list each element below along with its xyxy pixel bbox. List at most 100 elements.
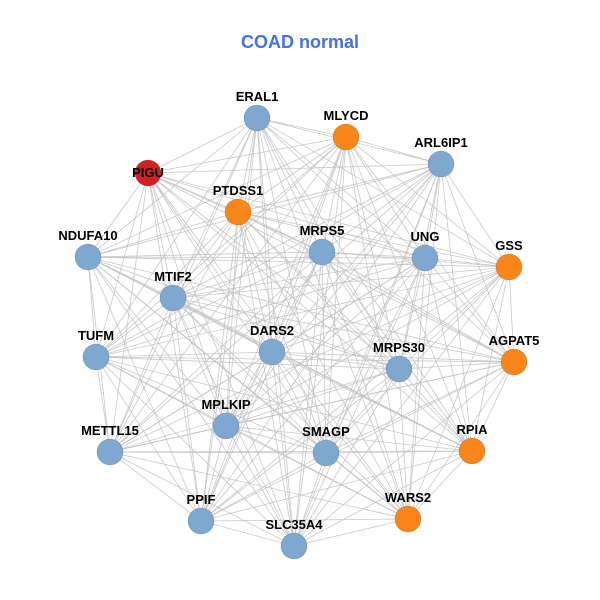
node-AGPAT5[interactable] [500,348,528,376]
edge-TUFM-METTL15 [95,356,111,453]
edge-UNG-PPIF [200,257,426,522]
node-label-ERAL1: ERAL1 [236,89,279,104]
node-label-NDUFA10: NDUFA10 [58,228,117,243]
edge-ARL6IP1-METTL15 [109,163,442,453]
edge-MLYCD-MPLKIP [225,136,347,427]
node-label-ARL6IP1: ARL6IP1 [414,135,467,150]
edge-ARL6IP1-PTDSS1 [237,163,442,213]
chart-title: COAD normal [241,32,359,52]
edge-ARL6IP1-GSS [440,163,510,268]
node-UNG[interactable] [411,244,439,272]
edge-MTIF2-RPIA [172,297,473,452]
node-METTL15[interactable] [96,438,124,466]
edge-ERAL1-TUFM [95,117,258,358]
edge-MLYCD-PPIF [200,136,347,522]
node-MTIF2[interactable] [159,284,187,312]
edge-METTL15-SLC35A4 [109,451,295,547]
node-MPLKIP[interactable] [212,412,240,440]
edge-DARS2-METTL15 [109,351,273,453]
node-GSS[interactable] [495,253,523,281]
node-ERAL1[interactable] [243,104,271,132]
edge-MRPS30-TUFM [95,356,400,370]
node-PTDSS1[interactable] [224,198,252,226]
node-NDUFA10[interactable] [74,243,102,271]
edge-SMAGP-WARS2 [325,452,409,520]
edge-PTDSS1-MRPS5 [237,211,323,253]
edge-MRPS5-MTIF2 [172,251,323,299]
edge-UNG-MTIF2 [172,257,426,299]
edge-DARS2-AGPAT5 [271,351,515,363]
edge-ARL6IP1-UNG [424,163,442,259]
edge-DARS2-MRPS30 [271,351,400,370]
edge-ARL6IP1-PPIF [200,163,442,522]
edge-MPLKIP-PPIF [200,425,227,522]
edge-PIGU-GSS [147,172,510,268]
node-SLC35A4[interactable] [280,532,308,560]
node-label-GSS: GSS [495,238,523,253]
edge-ARL6IP1-AGPAT5 [440,163,515,363]
edge-UNG-GSS [424,257,510,268]
edge-GSS-PPIF [200,266,510,522]
edge-NDUFA10-AGPAT5 [87,256,515,363]
edge-GSS-MRPS30 [398,266,510,370]
edge-DARS2-PPIF [200,351,273,522]
edge-MPLKIP-RPIA [225,425,473,452]
node-MRPS5[interactable] [308,238,336,266]
edge-ARL6IP1-NDUFA10 [87,163,442,258]
edge-TUFM-RPIA [95,356,473,452]
edge-DARS2-WARS2 [271,351,409,520]
edge-ERAL1-GSS [256,117,510,268]
edge-MRPS5-METTL15 [109,251,323,453]
edge-ERAL1-PPIF [200,117,258,522]
edge-GSS-TUFM [95,266,510,358]
edge-MRPS30-MPLKIP [225,368,400,427]
edge-MLYCD-ARL6IP1 [345,136,442,165]
node-MLYCD[interactable] [332,123,360,151]
edge-SLC35A4-WARS2 [293,518,409,547]
node-TUFM[interactable] [82,343,110,371]
edge-MTIF2-SMAGP [172,297,327,454]
edge-GSS-AGPAT5 [508,266,515,363]
edge-MRPS30-SMAGP [325,368,400,454]
edge-ARL6IP1-WARS2 [407,163,442,520]
edge-ARL6IP1-SLC35A4 [293,163,442,547]
edge-MRPS30-RPIA [398,368,473,452]
edge-MTIF2-AGPAT5 [172,297,515,363]
edge-RPIA-PPIF [200,450,473,522]
edge-ERAL1-PTDSS1 [237,117,258,213]
edge-PIGU-PPIF [147,172,202,522]
edge-MTIF2-MPLKIP [172,297,227,427]
edge-NDUFA10-MRPS30 [87,256,400,370]
edge-RPIA-SLC35A4 [293,450,473,547]
edge-MLYCD-SLC35A4 [293,136,347,547]
node-RPIA[interactable] [458,437,486,465]
node-MRPS30[interactable] [385,355,413,383]
edge-PIGU-UNG [147,172,426,259]
node-PIGU[interactable] [134,159,162,187]
edge-MLYCD-GSS [345,136,510,268]
edge-SMAGP-SLC35A4 [293,452,327,547]
node-SMAGP[interactable] [312,439,340,467]
edge-MLYCD-MRPS5 [321,136,347,253]
edge-UNG-TUFM [95,257,426,358]
node-WARS2[interactable] [394,505,422,533]
node-label-DARS2: DARS2 [250,323,294,338]
edge-AGPAT5-TUFM [95,356,515,363]
edge-MRPS5-AGPAT5 [321,251,515,363]
node-DARS2[interactable] [258,338,286,366]
node-ARL6IP1[interactable] [427,150,455,178]
edge-MRPS30-SLC35A4 [293,368,400,547]
edge-PTDSS1-WARS2 [237,211,409,520]
edge-MLYCD-TUFM [95,136,347,358]
node-PPIF[interactable] [187,507,215,535]
edge-ERAL1-MLYCD [256,117,347,138]
edge-MRPS30-AGPAT5 [398,361,515,370]
edge-MLYCD-PIGU [147,136,347,174]
edge-PTDSS1-MTIF2 [172,211,239,299]
edge-NDUFA10-PPIF [87,256,202,522]
edge-PIGU-MPLKIP [147,172,227,427]
edge-PTDSS1-AGPAT5 [237,211,515,363]
